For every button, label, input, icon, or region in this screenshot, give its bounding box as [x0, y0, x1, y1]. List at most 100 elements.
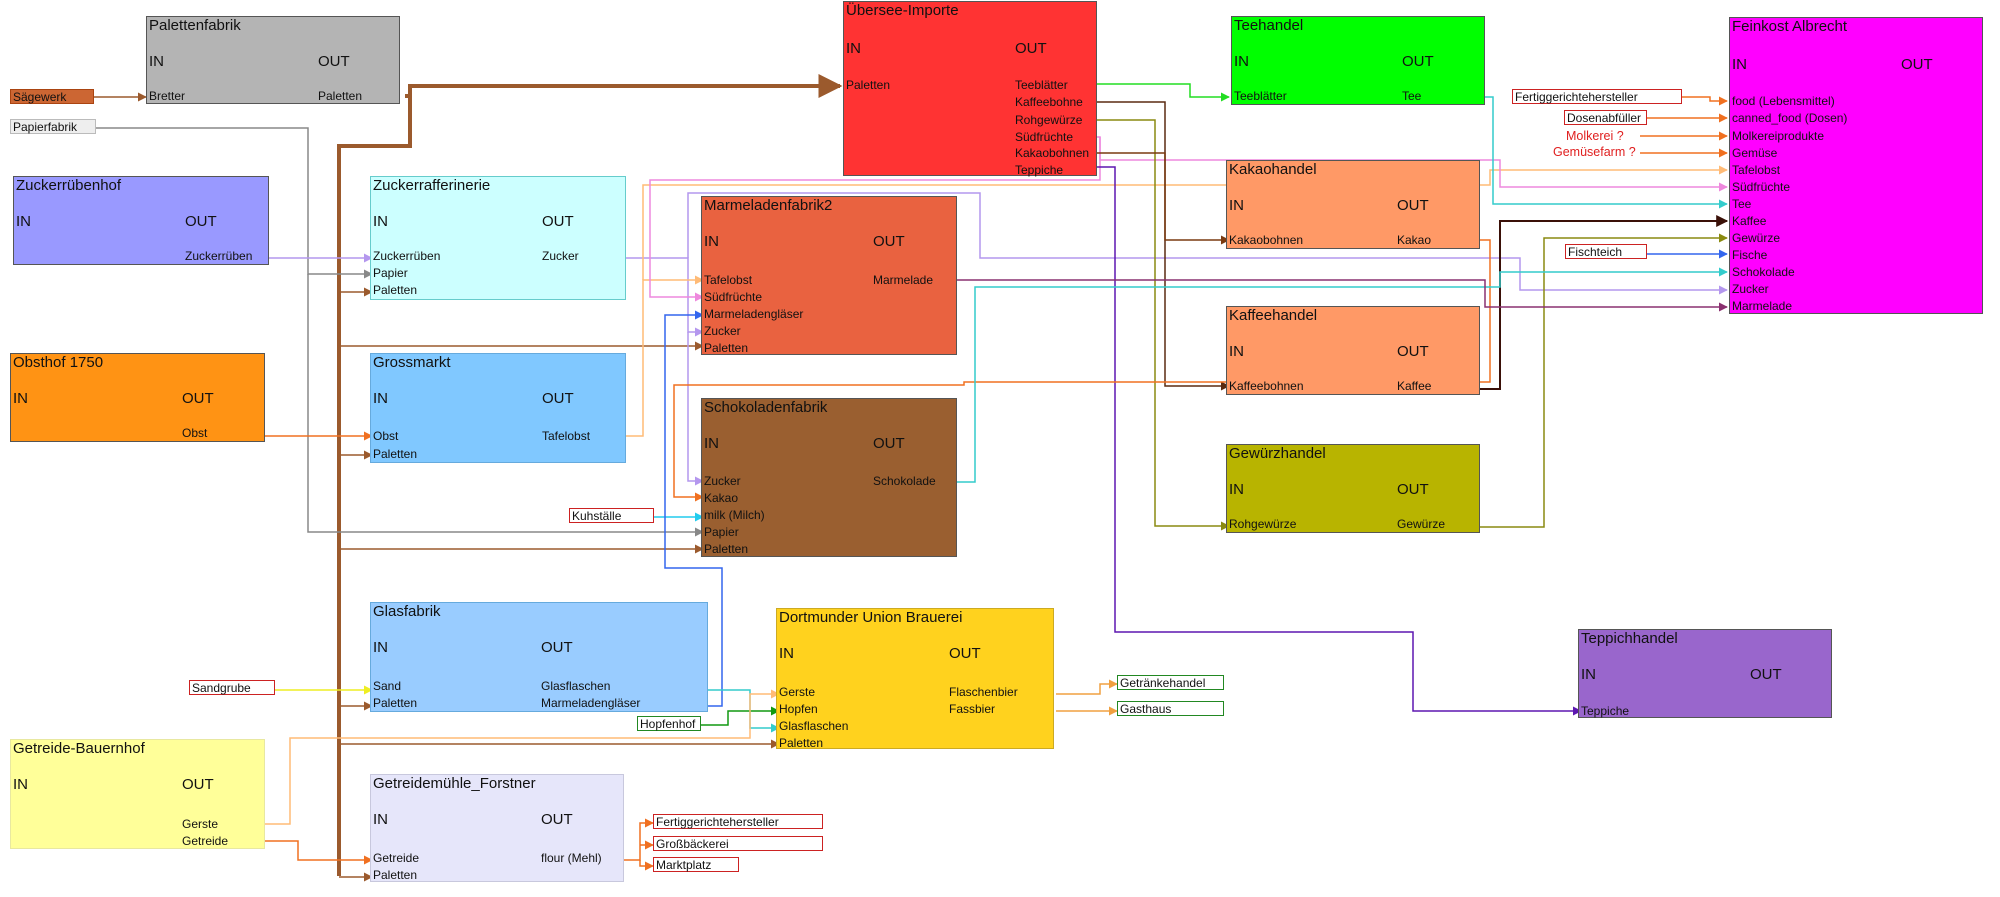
node-feinkost-albrecht[interactable]: Feinkost Albrecht IN OUT food (Lebensmit… — [1729, 17, 1983, 314]
output-port[interactable]: Zucker — [542, 249, 579, 263]
node-teppichhandel[interactable]: Teppichhandel IN OUT Teppiche — [1578, 629, 1832, 718]
node-kaffeehandel[interactable]: Kaffeehandel IN OUT Kaffeebohnen Kaffee — [1226, 306, 1480, 395]
input-port[interactable]: Paletten — [704, 341, 749, 355]
input-port[interactable]: Marmeladengläser — [704, 307, 804, 321]
node-zuckerraffinerie[interactable]: Zuckerrafferinerie IN OUT Zuckerrüben Pa… — [370, 176, 626, 300]
input-port[interactable]: Kakao — [704, 491, 739, 505]
node-uebersee-importe[interactable]: Übersee-Importe IN OUT Paletten Teeblätt… — [843, 1, 1097, 177]
output-port[interactable]: Kaffee — [1397, 379, 1432, 393]
input-port[interactable]: Südfrüchte — [1732, 180, 1791, 194]
input-port[interactable]: Kaffee — [1732, 214, 1767, 228]
input-port[interactable]: Schokolade — [1732, 265, 1795, 279]
node-title: Dortmunder Union Brauerei — [779, 609, 963, 626]
output-port[interactable]: Marmeladengläser — [541, 696, 641, 710]
output-port[interactable]: Teeblätter — [1015, 78, 1068, 92]
output-port[interactable]: Gerste — [182, 817, 219, 831]
node-teehandel[interactable]: Teehandel IN OUT Teeblätter Tee — [1231, 16, 1485, 105]
input-port[interactable]: Papier — [373, 266, 408, 280]
input-port[interactable]: Tafelobst — [1732, 163, 1781, 177]
output-port[interactable]: Teppiche — [1015, 163, 1064, 177]
node-zuckerruebenhof[interactable]: Zuckerrübenhof IN OUT Zuckerrüben — [13, 176, 269, 265]
sink-getraenkehandel[interactable]: Getränkehandel — [1117, 675, 1224, 690]
input-port[interactable]: Gewürze — [1732, 231, 1781, 245]
source-fertiggerichtehersteller[interactable]: Fertiggerichtehersteller — [1512, 89, 1682, 104]
input-port[interactable]: Paletten — [846, 78, 891, 92]
output-port[interactable]: Fassbier — [949, 702, 996, 716]
input-port[interactable]: Gerste — [779, 685, 816, 699]
input-port[interactable]: Kaffeebohnen — [1229, 379, 1304, 393]
input-port[interactable]: milk (Milch) — [704, 508, 765, 522]
input-port[interactable]: Teppiche — [1581, 704, 1630, 718]
input-port[interactable]: Gemüse — [1732, 146, 1778, 160]
output-port[interactable]: Rohgewürze — [1015, 113, 1083, 127]
input-port[interactable]: food (Lebensmittel) — [1732, 94, 1835, 108]
input-port[interactable]: Fische — [1732, 248, 1768, 262]
input-port[interactable]: Tafelobst — [704, 273, 753, 287]
node-schokoladenfabrik[interactable]: Schokoladenfabrik IN OUT Zucker Kakao mi… — [701, 398, 957, 557]
input-port[interactable]: Paletten — [373, 447, 418, 461]
input-port[interactable]: Hopfen — [779, 702, 818, 716]
input-port[interactable]: Glasflaschen — [779, 719, 849, 733]
source-papierfabrik[interactable]: Papierfabrik — [10, 119, 96, 134]
in-label: IN — [373, 811, 388, 828]
output-port[interactable]: Marmelade — [873, 273, 934, 287]
node-palettenfabrik[interactable]: Palettenfabrik IN OUT Bretter Paletten — [146, 16, 400, 104]
input-port[interactable]: Papier — [704, 525, 739, 539]
input-port[interactable]: Sand — [373, 679, 402, 693]
node-grossmarkt[interactable]: Grossmarkt IN OUT Obst Paletten Tafelobs… — [370, 353, 626, 463]
node-kakaohandel[interactable]: Kakaohandel IN OUT Kakaobohnen Kakao — [1226, 160, 1480, 249]
input-port[interactable]: Marmelade — [1732, 299, 1793, 313]
output-port[interactable]: Schokolade — [873, 474, 936, 488]
input-port[interactable]: Paletten — [373, 283, 418, 297]
output-port[interactable]: Kakaobohnen — [1015, 146, 1090, 160]
sink-fertiggerichtehersteller[interactable]: Fertiggerichtehersteller — [653, 814, 823, 829]
source-sandgrube[interactable]: Sandgrube — [189, 680, 275, 695]
input-port[interactable]: canned_food (Dosen) — [1732, 111, 1848, 125]
input-port[interactable]: Zucker — [704, 324, 741, 338]
output-port[interactable]: Paletten — [318, 89, 363, 103]
output-port[interactable]: Glasflaschen — [541, 679, 611, 693]
output-port[interactable]: Kakao — [1397, 233, 1432, 247]
node-getreidemuehle[interactable]: Getreidemühle_Forstner IN OUT Getreide P… — [370, 774, 624, 882]
input-port[interactable]: Molkereiprodukte — [1732, 129, 1825, 143]
input-port[interactable]: Zuckerrüben — [373, 249, 441, 263]
input-port[interactable]: Paletten — [704, 542, 749, 556]
input-port[interactable]: Paletten — [779, 736, 824, 750]
input-port[interactable]: Tee — [1732, 197, 1752, 211]
input-port[interactable]: Südfrüchte — [704, 290, 763, 304]
output-port[interactable]: Flaschenbier — [949, 685, 1018, 699]
sink-grossbaeckerei[interactable]: Großbäckerei — [653, 836, 823, 851]
input-port[interactable]: Kakaobohnen — [1229, 233, 1304, 247]
input-port[interactable]: Bretter — [149, 89, 186, 103]
input-port[interactable]: Zucker — [704, 474, 741, 488]
input-port[interactable]: Getreide — [373, 851, 420, 865]
output-port[interactable]: Zuckerrüben — [185, 249, 253, 263]
input-port[interactable]: Paletten — [373, 868, 418, 882]
output-port[interactable]: Kaffeebohne — [1015, 95, 1083, 109]
source-dosenabfueller[interactable]: Dosenabfüller — [1564, 110, 1647, 125]
output-port[interactable]: Tafelobst — [542, 429, 591, 443]
output-port[interactable]: Südfrüchte — [1015, 130, 1074, 144]
output-port[interactable]: Tee — [1402, 89, 1422, 103]
source-fischteich[interactable]: Fischteich — [1565, 244, 1647, 259]
node-obsthof[interactable]: Obsthof 1750 IN OUT Obst — [10, 353, 265, 442]
sink-marktplatz[interactable]: Marktplatz — [653, 857, 739, 872]
node-marmeladenfabrik[interactable]: Marmeladenfabrik2 IN OUT Tafelobst Südfr… — [701, 196, 957, 355]
node-gewuerzhandel[interactable]: Gewürzhandel IN OUT Rohgewürze Gewürze — [1226, 444, 1480, 533]
output-port[interactable]: Obst — [182, 426, 208, 440]
node-glasfabrik[interactable]: Glasfabrik IN OUT Sand Paletten Glasflas… — [370, 602, 708, 712]
input-port[interactable]: Rohgewürze — [1229, 517, 1297, 531]
node-brauerei[interactable]: Dortmunder Union Brauerei IN OUT Gerste … — [776, 608, 1054, 750]
node-getreide-bauernhof[interactable]: Getreide-Bauernhof IN OUT Gerste Getreid… — [10, 739, 265, 849]
input-port[interactable]: Zucker — [1732, 282, 1769, 296]
source-kuhstaelle[interactable]: Kuhställe — [569, 508, 654, 523]
input-port[interactable]: Paletten — [373, 696, 418, 710]
sink-gasthaus[interactable]: Gasthaus — [1117, 701, 1224, 716]
output-port[interactable]: flour (Mehl) — [541, 851, 602, 865]
source-hopfenhof[interactable]: Hopfenhof — [637, 716, 701, 731]
source-saegewerk[interactable]: Sägewerk — [10, 89, 94, 104]
input-port[interactable]: Teeblätter — [1234, 89, 1287, 103]
output-port[interactable]: Getreide — [182, 834, 229, 848]
input-port[interactable]: Obst — [373, 429, 399, 443]
output-port[interactable]: Gewürze — [1397, 517, 1446, 531]
